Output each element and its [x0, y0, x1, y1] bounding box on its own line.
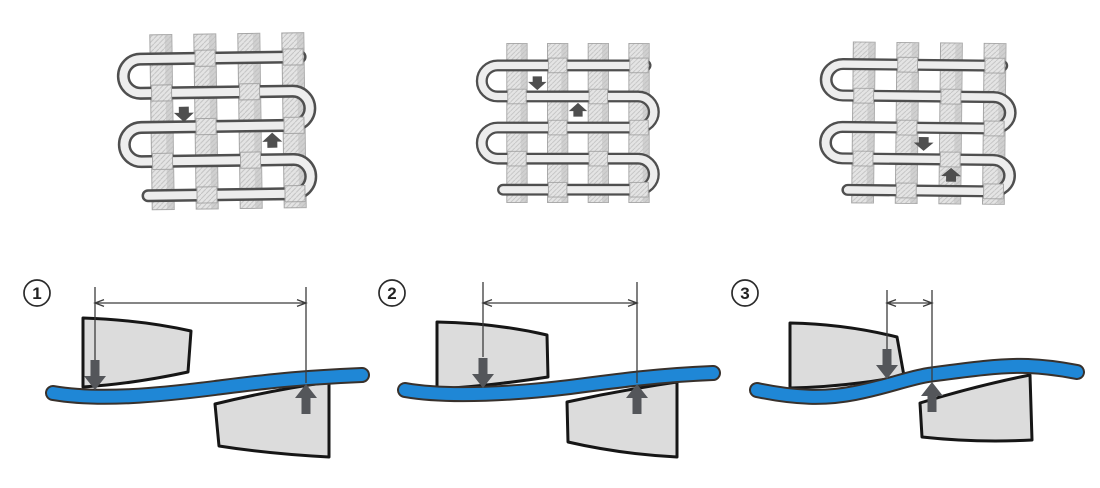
schematic-row: 1 2 [23, 279, 1085, 459]
lower-yarn-section [565, 380, 679, 459]
down-arrow-icon [173, 106, 195, 122]
schematic-3: 3 [731, 279, 1085, 443]
panel-number-badge [23, 279, 51, 307]
weave-diagram-1 [94, 26, 323, 216]
weave-pattern [123, 33, 311, 211]
panel-number-badge [731, 279, 759, 307]
down-arrow-icon [528, 76, 547, 91]
weave-pattern [482, 43, 654, 202]
weave-diagram-2 [455, 38, 664, 208]
upper-yarn-section [435, 320, 550, 391]
schematic-2: 2 [378, 279, 721, 459]
up-arrow-icon [262, 132, 283, 148]
panel-number-badge [378, 279, 406, 307]
weave-sample-3 [796, 36, 1022, 210]
web-band [751, 359, 1083, 403]
web-band [399, 367, 719, 401]
panel-number: 2 [387, 284, 396, 303]
weave-diagram-3 [796, 36, 1022, 210]
weave-pattern [825, 42, 1011, 205]
weave-sample-1 [94, 26, 323, 216]
schematic-1: 1 [23, 279, 370, 459]
web-band [47, 369, 368, 403]
upper-yarn-section [81, 316, 193, 389]
lower-yarn-section [918, 373, 1034, 443]
lower-yarn-section [213, 380, 331, 459]
panel-number: 3 [740, 284, 749, 303]
panel-number: 1 [32, 284, 41, 303]
up-arrow-icon [568, 102, 588, 117]
weave-sample-2 [455, 38, 664, 208]
